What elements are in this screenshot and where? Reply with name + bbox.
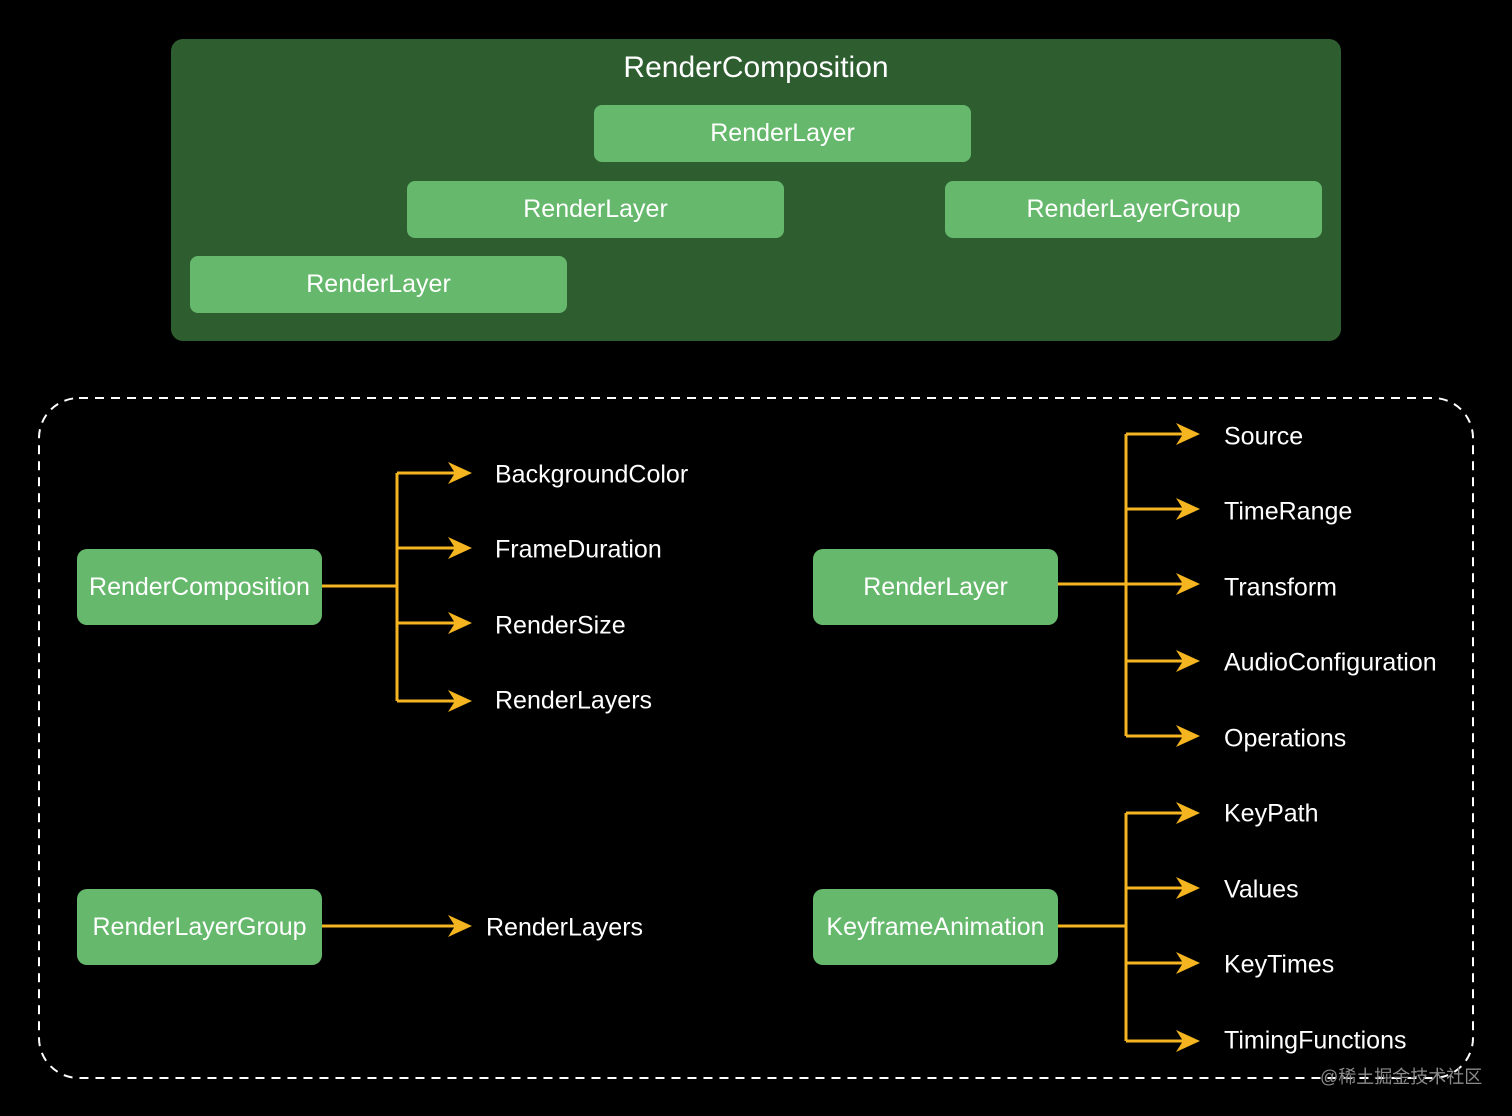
- layer-group-node: RenderLayerGroup: [945, 181, 1322, 238]
- arrowhead-icon: [1176, 952, 1200, 974]
- arrowhead-icon: [1176, 1030, 1200, 1052]
- arrowhead-icon: [1176, 877, 1200, 899]
- layer-node-3: RenderLayer: [190, 256, 567, 313]
- arrowhead-icon: [448, 462, 472, 484]
- field-label: FrameDuration: [495, 535, 662, 564]
- field-label: Operations: [1224, 724, 1347, 753]
- arrowhead-icon: [1176, 573, 1200, 595]
- arrowhead-icon: [448, 690, 472, 712]
- arrowhead-icon: [448, 915, 472, 937]
- field-label: KeyTimes: [1224, 950, 1335, 979]
- arrowhead-icon: [1176, 650, 1200, 672]
- field-label: RenderLayers: [486, 913, 644, 942]
- field-label: KeyPath: [1224, 799, 1319, 828]
- field-label: Source: [1224, 422, 1304, 451]
- field-label: Values: [1224, 875, 1299, 904]
- render-composition-node: RenderComposition: [77, 549, 322, 625]
- arrowhead-icon: [1176, 498, 1200, 520]
- container-title: RenderComposition: [623, 51, 889, 84]
- keyframe-animation-node: KeyframeAnimation: [813, 889, 1058, 965]
- watermark: @稀土掘金技术社区: [1320, 1067, 1483, 1087]
- field-label: BackgroundColor: [495, 460, 689, 489]
- field-label: AudioConfiguration: [1224, 648, 1437, 677]
- render-layer-node: RenderLayer: [813, 549, 1058, 625]
- field-label: Transform: [1224, 573, 1337, 602]
- arrowhead-icon: [1176, 725, 1200, 747]
- arrowhead-icon: [448, 537, 472, 559]
- layer-node-1: RenderLayer: [594, 105, 971, 162]
- render-layer-group-node: RenderLayerGroup: [77, 889, 322, 965]
- layer-node-2: RenderLayer: [407, 181, 784, 238]
- field-label: RenderLayers: [495, 686, 653, 715]
- arrowhead-icon: [1176, 423, 1200, 445]
- field-label: RenderSize: [495, 611, 626, 640]
- field-label: TimeRange: [1224, 497, 1353, 526]
- field-label: TimingFunctions: [1224, 1026, 1407, 1055]
- arrowhead-icon: [448, 612, 472, 634]
- arrowhead-icon: [1176, 802, 1200, 824]
